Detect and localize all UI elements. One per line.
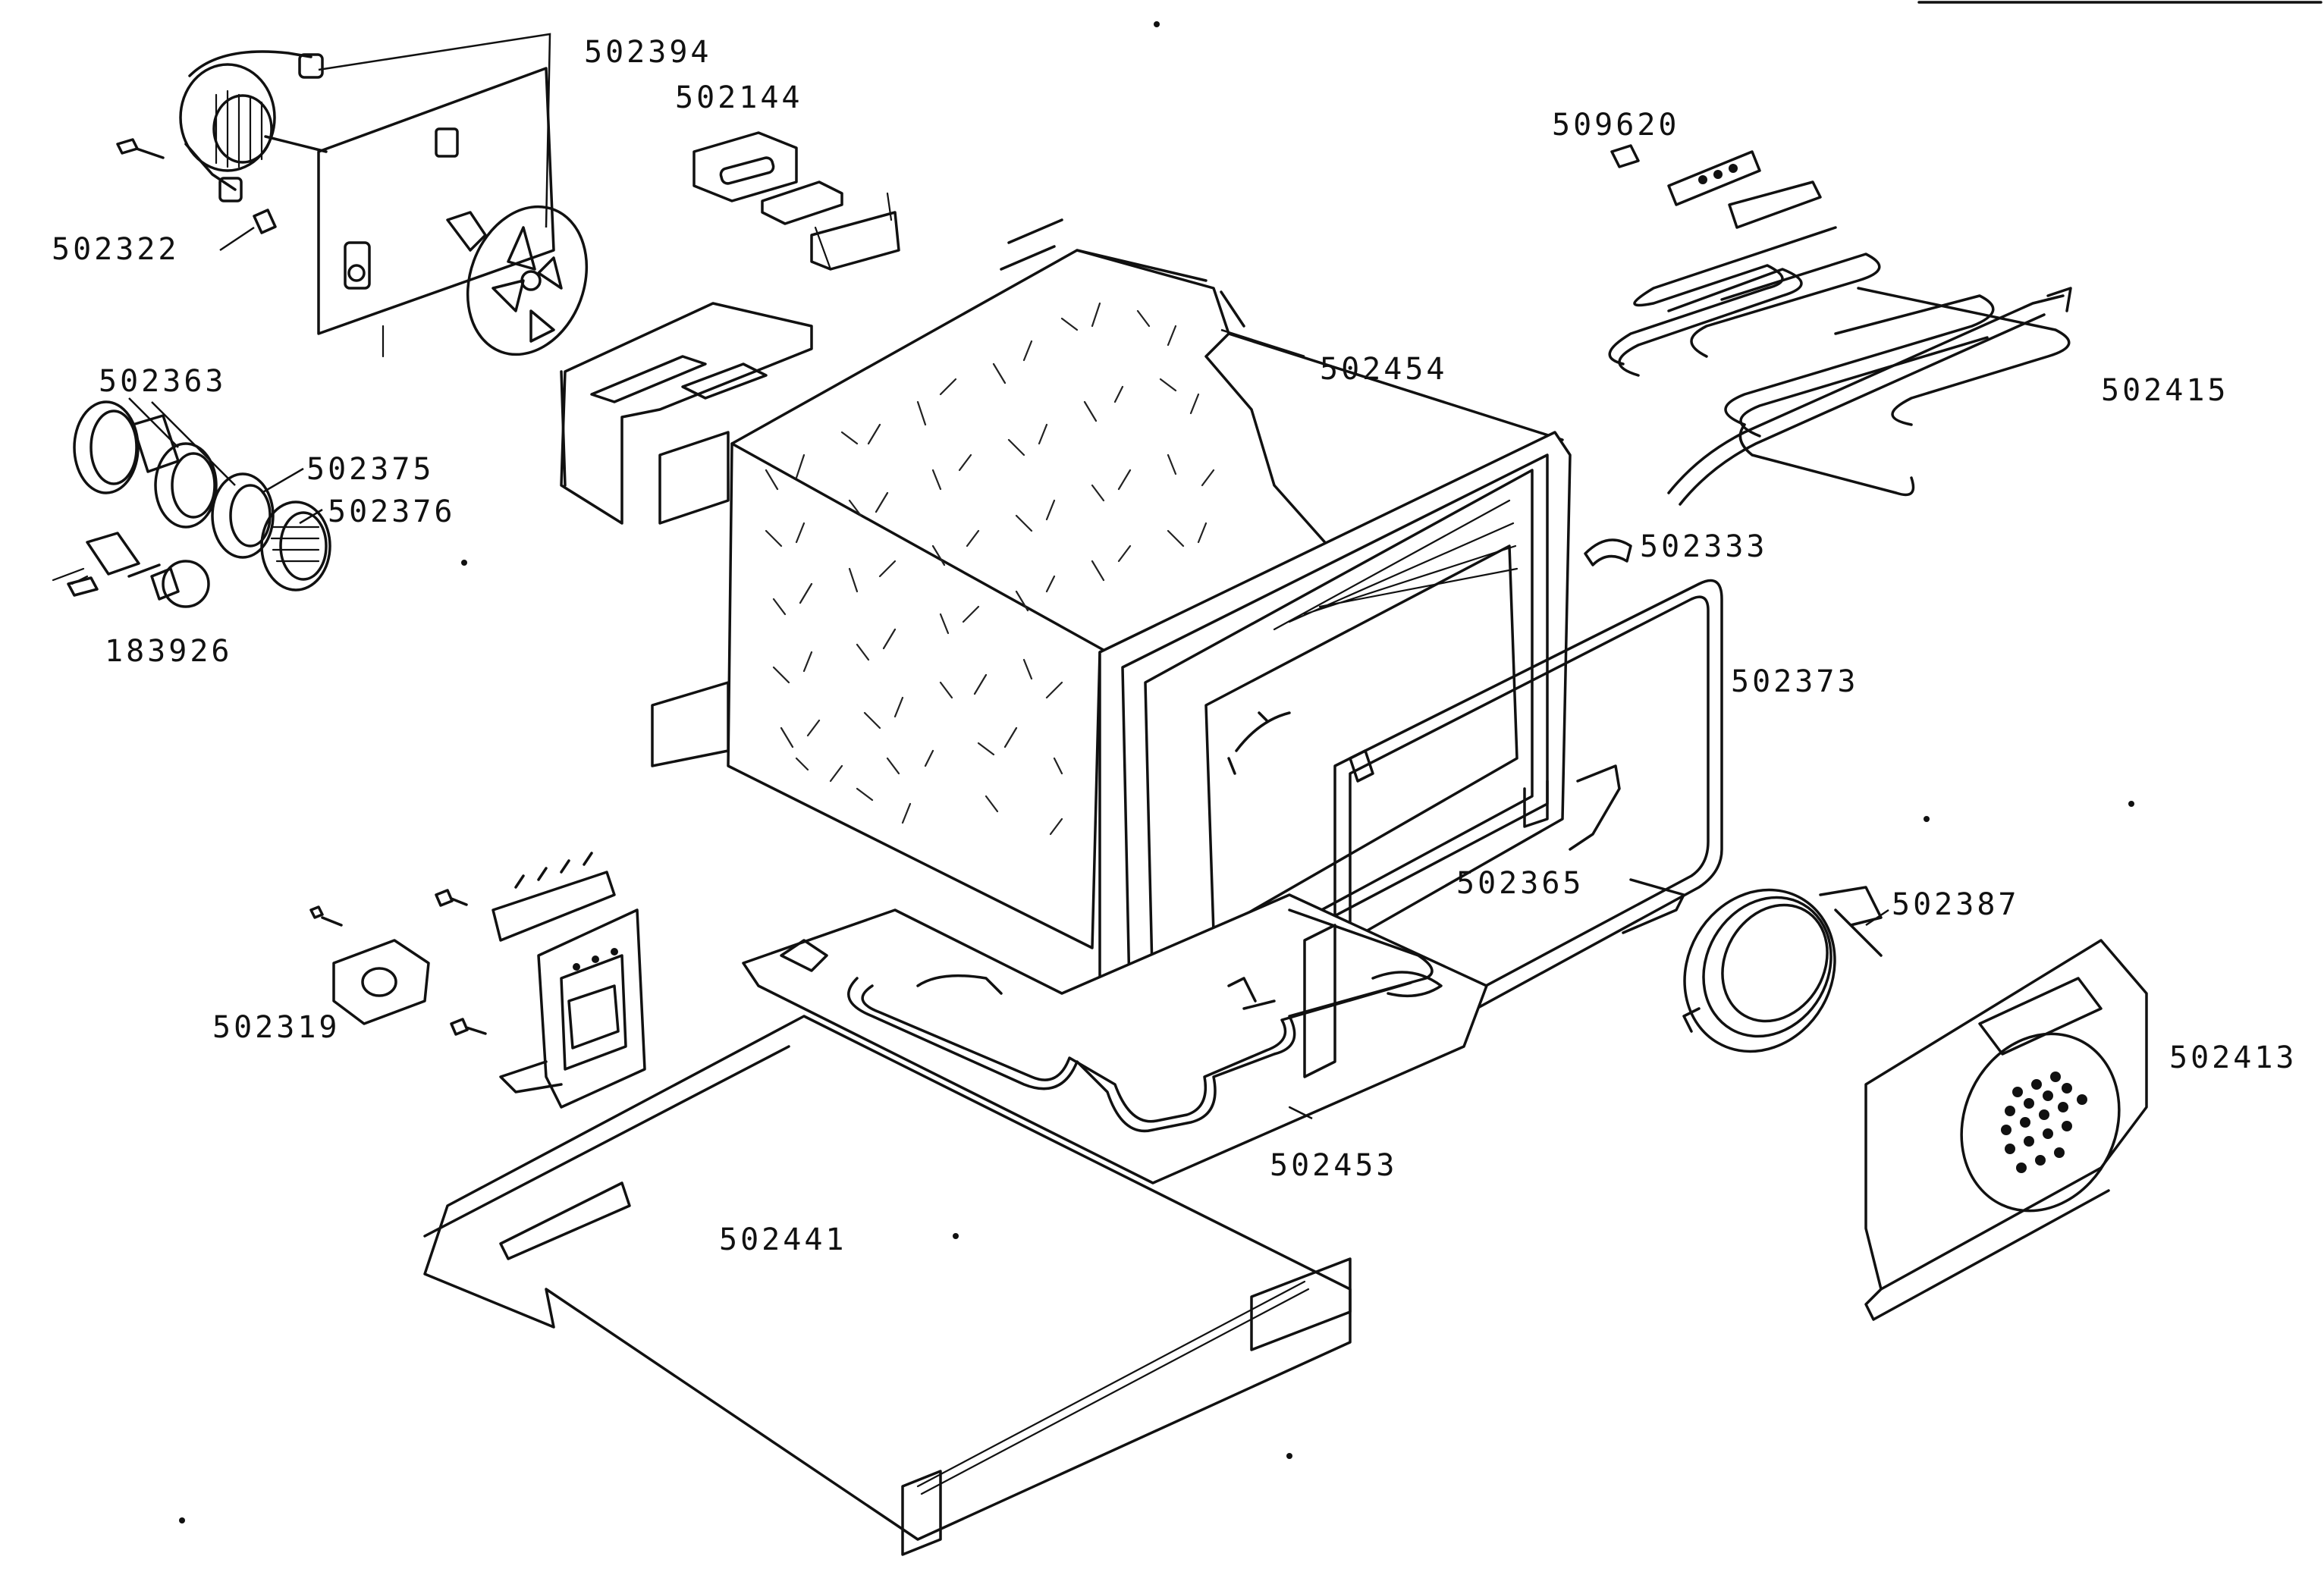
- mounting-bracket: [560, 302, 813, 525]
- grill-heating-element: [1608, 144, 2072, 506]
- label-502441: 502441: [719, 1222, 847, 1257]
- label-502322: 502322: [52, 232, 180, 267]
- label-502387: 502387: [1892, 887, 2020, 922]
- label-502319: 502319: [212, 1010, 341, 1045]
- label-502413: 502413: [2169, 1040, 2297, 1075]
- terminal-block: [309, 852, 646, 1109]
- label-502453: 502453: [1270, 1148, 1398, 1183]
- leader-502375: [261, 467, 304, 494]
- label-502454: 502454: [1320, 352, 1448, 387]
- leader-502453: [1289, 1106, 1313, 1120]
- bottom-panel: [423, 1015, 1352, 1556]
- label-502415: 502415: [2101, 373, 2229, 408]
- label-502376: 502376: [328, 494, 456, 529]
- label-502394: 502394: [584, 35, 712, 70]
- oven-cavity: [651, 218, 1572, 1071]
- leader-502363-a: [128, 397, 179, 448]
- clip-502333: [1584, 538, 1632, 566]
- leader-502363-b: [151, 401, 236, 486]
- circular-heating-element: [1682, 886, 1883, 1053]
- leader-502454: [1220, 328, 1305, 358]
- leader-502387: [1865, 908, 1889, 927]
- fan-motor-assembly: [116, 50, 589, 358]
- label-502144: 502144: [675, 80, 803, 115]
- terminal-connector: [692, 131, 900, 271]
- label-502333: 502333: [1640, 529, 1768, 564]
- label-183926: 183926: [105, 634, 233, 669]
- rod-502365: [1569, 764, 1685, 934]
- stray-dots: [179, 21, 2134, 1523]
- label-502365: 502365: [1456, 866, 1584, 901]
- label-509620: 509620: [1552, 108, 1680, 143]
- label-502363: 502363: [99, 364, 227, 399]
- base-tray: [742, 893, 1488, 1185]
- label-502375: 502375: [306, 452, 435, 487]
- oven-lamp-assembly: [52, 400, 331, 608]
- leader-502322: [219, 226, 255, 252]
- label-502373: 502373: [1731, 664, 1859, 699]
- leader-502394: [318, 33, 551, 228]
- leader-502376: [299, 508, 323, 525]
- fan-cover: [1864, 939, 2148, 1321]
